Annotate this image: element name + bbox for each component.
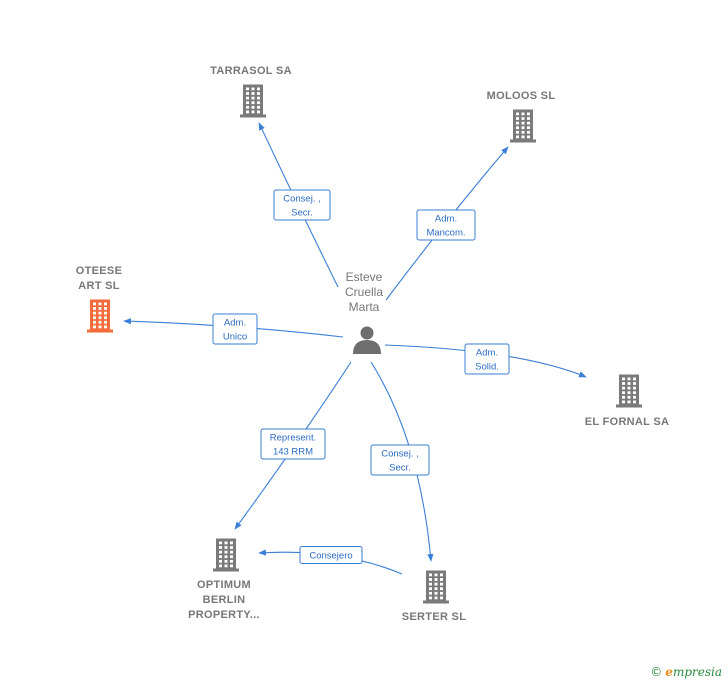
edges-layer: Consej. ,Secr.Adm.Mancom.Adm.UnicoAdm.So… — [123, 122, 587, 575]
building-icon[interactable] — [616, 374, 642, 408]
edge-person-tarrasol: Consej. , Secr. — [258, 122, 339, 288]
edge-label-box[interactable] — [273, 189, 331, 221]
svg-text:Marta: Marta — [349, 300, 380, 314]
edge-person-elfornal: Adm. Solid. — [384, 343, 587, 378]
svg-text:ART SL: ART SL — [78, 280, 120, 292]
edge-label-text: Consej. , — [381, 449, 419, 460]
node-serter[interactable]: SERTER SL — [402, 570, 466, 624]
edge-label-text: Adm. — [224, 318, 246, 329]
edge-label-text: Adm. — [435, 214, 457, 225]
svg-text:TARRASOL SA: TARRASOL SA — [210, 65, 292, 77]
edge-label-text: Solid. — [475, 362, 499, 373]
edge-label-text: Consej. , — [283, 194, 321, 205]
edge-person-serter: Consej. , Secr. — [370, 361, 434, 562]
person-icon[interactable] — [353, 326, 381, 355]
svg-text:BERLIN: BERLIN — [203, 594, 246, 606]
svg-text:EL FORNAL SA: EL FORNAL SA — [585, 416, 669, 428]
edge-person-optimum: Represent. 143 RRM — [234, 361, 352, 530]
edge-label-text: Secr. — [291, 208, 313, 219]
company-name: SERTER SL — [402, 611, 466, 623]
building-icon[interactable] — [87, 299, 113, 333]
svg-text:SERTER SL: SERTER SL — [402, 611, 466, 623]
edge-label-text: Secr. — [389, 463, 411, 474]
building-icon[interactable] — [423, 570, 449, 604]
building-icon[interactable] — [240, 84, 266, 118]
company-name: MOLOOS SL — [487, 90, 556, 102]
svg-text:OTEESE: OTEESE — [76, 265, 122, 277]
building-icon[interactable] — [510, 109, 536, 143]
svg-text:MOLOOS SL: MOLOOS SL — [487, 90, 556, 102]
node-oteese[interactable]: OTEESE ART SL — [76, 265, 122, 333]
copyright-symbol: © — [650, 665, 663, 679]
edge-label-text: 143 RRM — [273, 447, 313, 458]
node-optimum[interactable]: OPTIMUM BERLIN PROPERTY... — [188, 538, 260, 622]
company-name: TARRASOL SA — [210, 65, 292, 77]
svg-text:Cruella: Cruella — [345, 285, 383, 299]
company-name: OTEESE ART SL — [76, 265, 122, 292]
svg-text:OPTIMUM: OPTIMUM — [197, 579, 251, 591]
edge-person-oteese: Adm. Unico — [123, 313, 344, 345]
company-name: OPTIMUM BERLIN PROPERTY... — [188, 579, 260, 621]
building-icon[interactable] — [213, 538, 239, 572]
node-tarrasol[interactable]: TARRASOL SA — [210, 65, 292, 118]
edge-label-text: Consejero — [309, 551, 352, 562]
svg-text:PROPERTY...: PROPERTY... — [188, 609, 260, 621]
brand-logo: ©empresia — [650, 665, 722, 679]
edge-label-box[interactable] — [212, 313, 258, 345]
company-name: EL FORNAL SA — [585, 416, 669, 428]
brand-initial: e — [665, 665, 673, 679]
edge-label-box[interactable] — [370, 444, 430, 476]
edge-label-box[interactable] — [299, 546, 363, 564]
edge-label-text: Represent. — [270, 433, 316, 444]
edge-label-box[interactable] — [416, 209, 476, 241]
edge-label-box[interactable] — [260, 428, 326, 460]
edge-label-text: Adm. — [476, 348, 498, 359]
edge-label-box[interactable] — [464, 343, 510, 375]
edge-person-moloos: Adm. Mancom. — [385, 146, 509, 301]
node-moloos[interactable]: MOLOOS SL — [487, 90, 556, 143]
svg-text:Esteve: Esteve — [346, 270, 383, 284]
edge-label-text: Mancom. — [426, 228, 465, 239]
node-elfornal[interactable]: EL FORNAL SA — [585, 374, 669, 429]
brand-name: mpresia — [672, 665, 722, 679]
edge-serter-optimum: Consejero — [258, 546, 403, 575]
edge-label-text: Unico — [223, 332, 247, 343]
